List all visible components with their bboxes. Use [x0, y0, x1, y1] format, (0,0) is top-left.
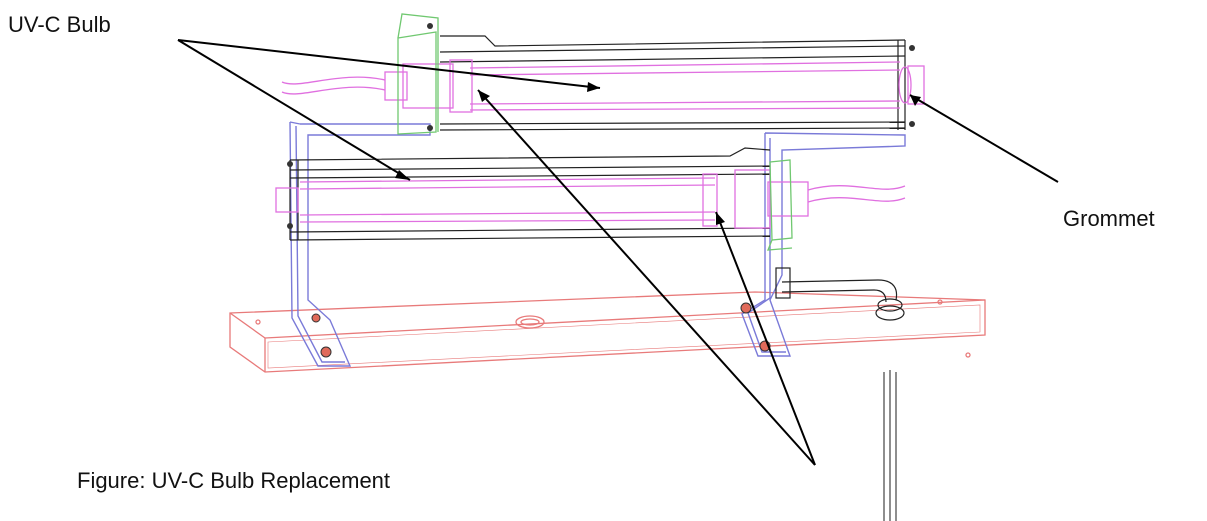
- upper-uv-bulb: [281, 59, 925, 113]
- grommet-label: Grommet: [1063, 206, 1155, 231]
- arrowhead-socket-lower: [716, 212, 725, 225]
- lower-tube-housing: [289, 147, 771, 241]
- drain-rod: [883, 370, 897, 521]
- leader-lines: [177, 39, 1059, 466]
- arrowhead-bulb-upper: [587, 82, 600, 92]
- leader-arrowheads: [395, 82, 921, 225]
- arrowhead-grommet: [910, 95, 921, 106]
- upper-end-bracket: [397, 13, 439, 135]
- leader-socket-upper: [477, 89, 816, 466]
- leader-socket-lower: [715, 211, 816, 466]
- lower-uv-bulb: [275, 169, 906, 229]
- leader-bulb-upper: [177, 39, 601, 89]
- arrowhead-socket-upper: [478, 90, 490, 102]
- leader-grommet: [909, 94, 1059, 183]
- leader-bulb-lower: [177, 39, 411, 181]
- figure-caption: Figure: UV-C Bulb Replacement: [77, 468, 391, 493]
- arrowhead-bulb-lower: [395, 170, 410, 180]
- upper-tube-housing: [439, 35, 906, 131]
- uv-c-bulb-label: UV-C Bulb: [8, 12, 111, 37]
- lower-end-bracket: [767, 159, 793, 251]
- mounting-bolts: [287, 23, 915, 358]
- base-board: [229, 291, 986, 373]
- hose-fitting: [775, 267, 905, 321]
